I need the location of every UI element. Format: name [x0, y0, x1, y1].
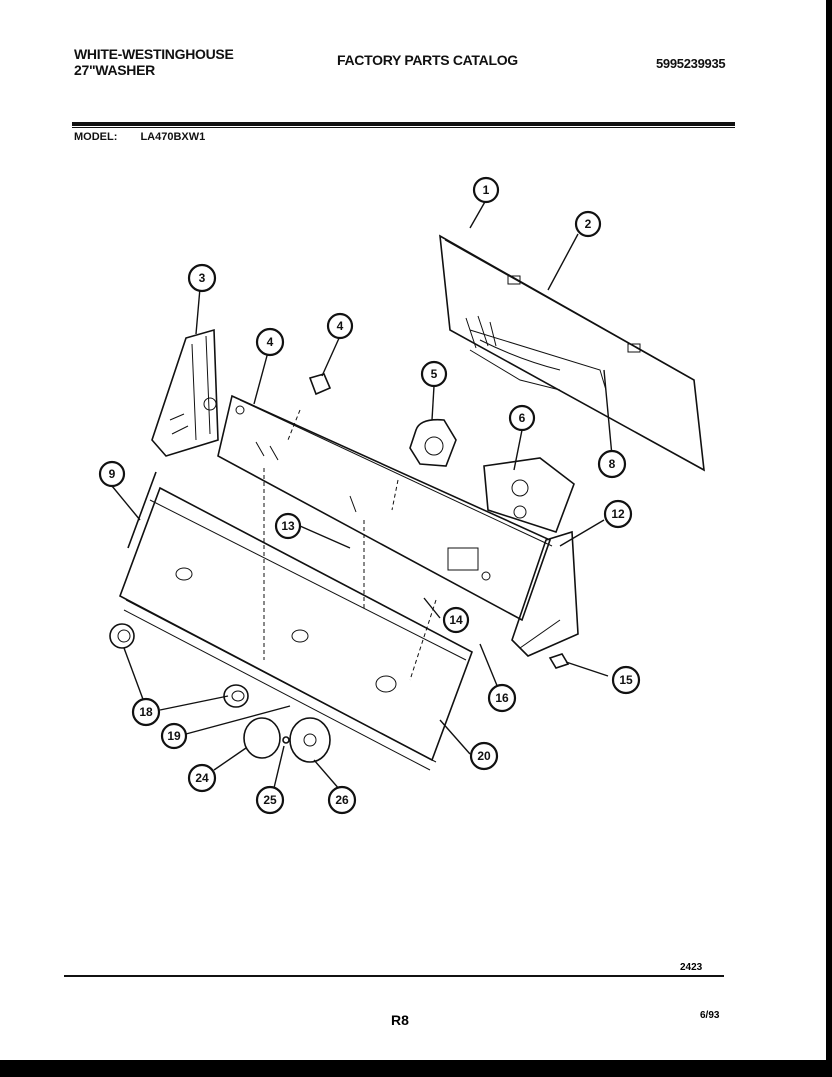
callout-18: 20	[469, 741, 499, 771]
svg-text:4: 4	[337, 319, 344, 333]
callout-2: 1	[472, 176, 500, 204]
callout-16: 24	[187, 763, 217, 793]
bracket-part	[151, 328, 219, 457]
svg-text:13: 13	[281, 519, 295, 533]
callout-6: 13	[274, 512, 302, 540]
dial-part	[289, 717, 331, 763]
svg-text:16: 16	[495, 691, 509, 705]
brand-line-2: 27"WASHER	[74, 62, 155, 78]
callout-8: 9	[98, 460, 126, 488]
svg-text:12: 12	[611, 507, 625, 521]
svg-text:14: 14	[449, 613, 463, 627]
callout-4: 14	[442, 606, 470, 634]
spring-part	[282, 736, 290, 744]
svg-text:15: 15	[619, 673, 633, 687]
callout-3: 6	[508, 404, 536, 432]
callout-5: 5	[420, 360, 448, 388]
timer-part	[483, 457, 575, 533]
drawing-code: 2423	[680, 962, 703, 973]
header-rule-thin	[72, 127, 735, 128]
callout-24: 18	[131, 697, 161, 727]
callout-1: 2	[574, 210, 602, 238]
svg-text:26: 26	[335, 793, 349, 807]
end-cap-part	[511, 530, 579, 657]
knob-part	[109, 623, 135, 649]
svg-text:18: 18	[139, 705, 153, 719]
model-label: MODEL:	[74, 131, 118, 143]
svg-text:20: 20	[477, 749, 491, 763]
rod-part	[127, 471, 157, 549]
svg-text:2: 2	[585, 217, 592, 231]
model-value: LA470BXW1	[140, 131, 206, 143]
svg-text:3: 3	[199, 271, 206, 285]
svg-text:19: 19	[167, 729, 181, 743]
console-panel-part	[217, 394, 553, 622]
svg-text:8: 8	[609, 457, 616, 471]
callout-13: 12	[603, 499, 633, 529]
switch-part	[409, 418, 457, 467]
svg-text:5: 5	[431, 367, 438, 381]
knob-part	[223, 684, 249, 708]
catalog-title: FACTORY PARTS CATALOG	[337, 52, 518, 68]
svg-text:1: 1	[483, 183, 490, 197]
callout-20: 8	[597, 449, 627, 479]
svg-text:9: 9	[109, 467, 116, 481]
callout-26: 15	[611, 665, 641, 695]
callout-9: 4	[326, 312, 354, 340]
page-number: R8	[391, 1012, 409, 1028]
svg-text:24: 24	[195, 771, 209, 785]
brand-header: WHITE-WESTINGHOUSE 27"WASHER	[74, 46, 234, 78]
catalog-code: 5995239935	[656, 56, 726, 71]
model-row: MODEL: LA470BXW1	[74, 131, 205, 143]
svg-text:4: 4	[267, 335, 274, 349]
rear-panel-part	[439, 234, 705, 472]
svg-text:25: 25	[263, 793, 277, 807]
callout-25: 25	[255, 785, 285, 815]
callout-15: 26	[327, 785, 357, 815]
revision-date: 6/93	[700, 1010, 720, 1021]
callout-12: 3	[187, 263, 217, 293]
brand-line-1: WHITE-WESTINGHOUSE	[74, 46, 234, 62]
callout-4: 19	[160, 722, 188, 750]
clip-part	[548, 653, 570, 669]
callout-14: 16	[487, 683, 517, 713]
svg-text:6: 6	[519, 411, 526, 425]
footer-rule	[64, 975, 724, 977]
dial-part	[243, 717, 281, 759]
console-front-part	[119, 486, 473, 771]
header-rule	[72, 122, 735, 126]
clip-part	[308, 373, 332, 396]
callout-19: 4	[255, 327, 285, 357]
